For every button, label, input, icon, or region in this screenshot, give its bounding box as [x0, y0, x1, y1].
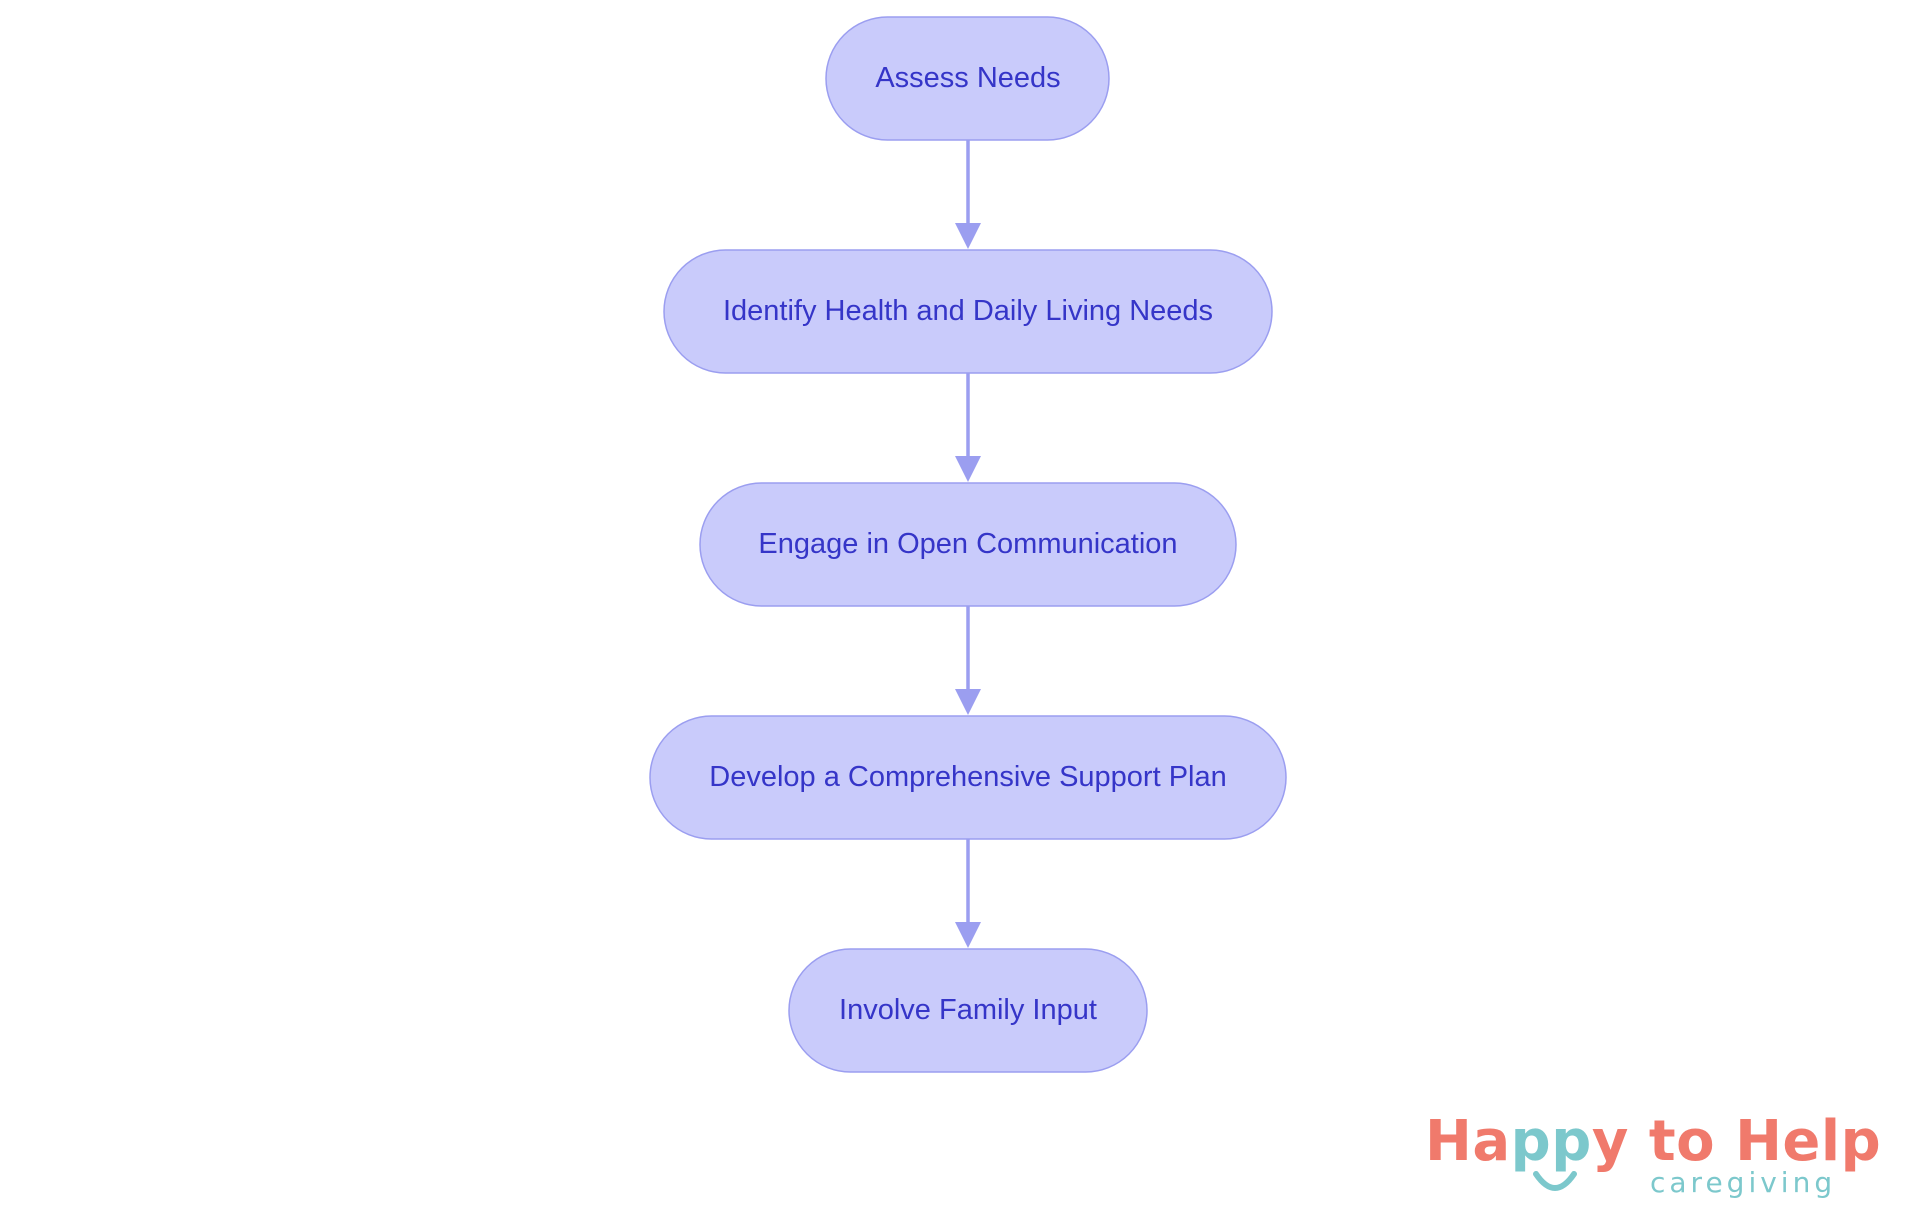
node-label: Develop a Comprehensive Support Plan: [709, 761, 1226, 793]
node-support-plan: Develop a Comprehensive Support Plan: [649, 715, 1287, 840]
logo-wordmark-end: y to Help: [1591, 1109, 1882, 1174]
edge-plan-to-family: [955, 839, 981, 948]
logo-wordmark-start: Ha: [1425, 1109, 1511, 1174]
brand-logo: Happy to Help caregiving: [1425, 1108, 1890, 1208]
logo-wordmark-mid: pp: [1510, 1109, 1592, 1174]
logo-wordmark: Happy to Help: [1425, 1108, 1881, 1176]
node-label: Identify Health and Daily Living Needs: [723, 295, 1213, 327]
node-assess-needs: Assess Needs: [825, 16, 1110, 141]
node-identify-needs: Identify Health and Daily Living Needs: [663, 249, 1273, 374]
node-label: Engage in Open Communication: [758, 528, 1177, 560]
edge-assess-to-identify: [955, 140, 981, 249]
node-label: Involve Family Input: [839, 994, 1097, 1026]
node-label: Assess Needs: [875, 62, 1060, 94]
node-family-input: Involve Family Input: [788, 948, 1148, 1073]
edge-identify-to-communication: [955, 373, 981, 482]
logo-tagline: caregiving: [1650, 1166, 1837, 1199]
node-open-communication: Engage in Open Communication: [699, 482, 1237, 607]
edge-communication-to-plan: [955, 606, 981, 715]
smile-icon: [1533, 1171, 1577, 1191]
